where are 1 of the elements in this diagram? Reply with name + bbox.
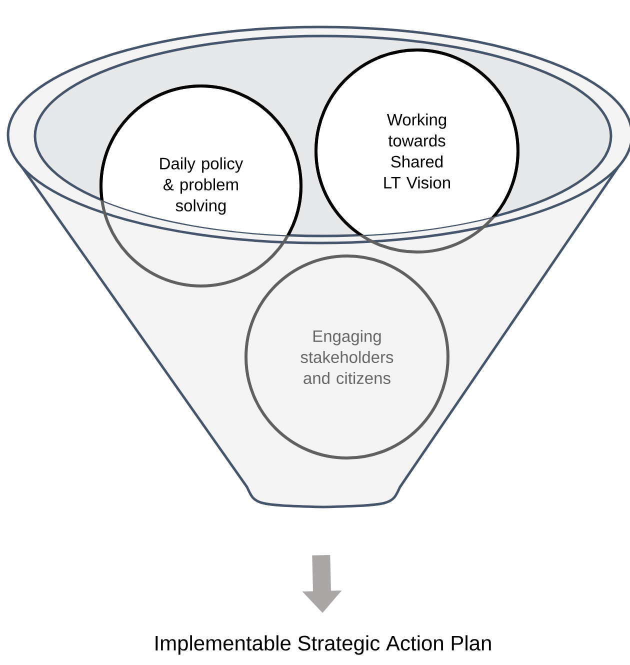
result-text: Implementable Strategic Action Plan [156, 635, 491, 655]
